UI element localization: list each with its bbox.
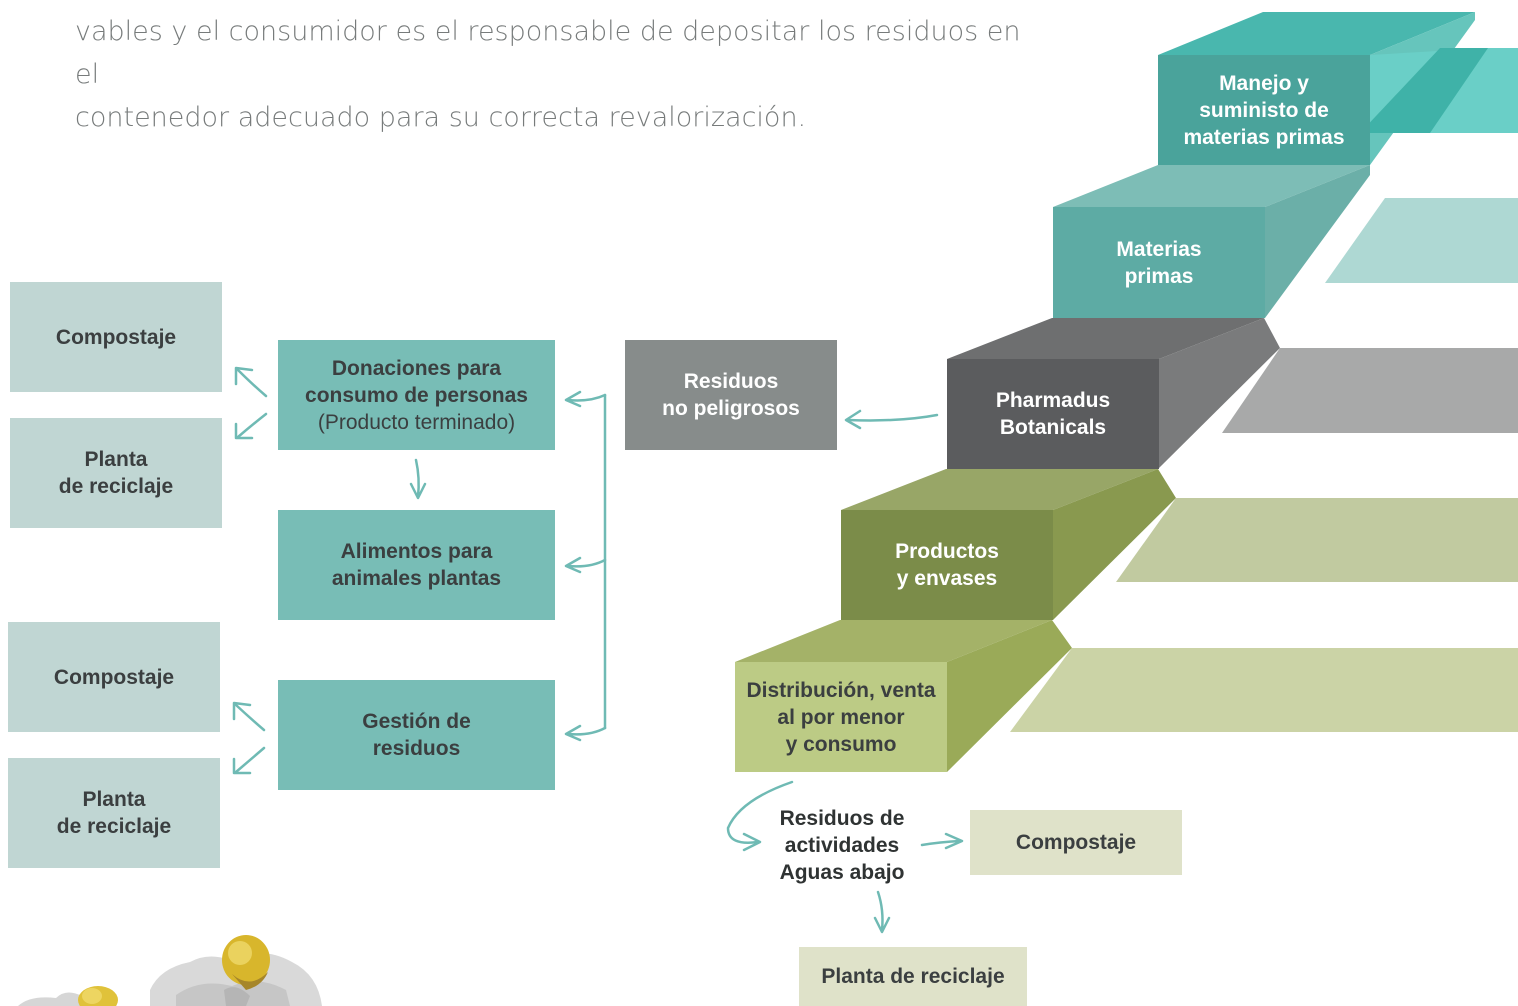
step-manejo-label: Manejo y suministo de materias primas [1158,55,1370,165]
step-5-band [1010,648,1518,732]
arrow-distribucion-to-aguas-abajo [726,780,794,844]
step-4-front [841,510,1053,620]
bracket-to-gestion-head [564,724,582,742]
arrow-pharmadus-to-residuos [846,413,939,422]
step-pharmadus-line-1: Pharmadus [995,389,1111,412]
alimentos-line-2: animales plantas [331,567,502,590]
arrow-donaciones-to-compostaje-head [234,366,254,386]
step-materias-line-2: primas [1124,264,1194,288]
step-pharmadus-label: Pharmadus Botanicals [947,359,1159,469]
step-5-top [735,620,1052,662]
planta-reciclaje-box-bottom-center: Planta de reciclaje [799,947,1027,1006]
arrow-donaciones-to-planta [236,412,268,439]
arrow-aguas-abajo-to-compostaje [920,839,962,847]
planta-bottom-line-2: de reciclaje [56,815,172,838]
planta-bottom-line-1: Planta [82,788,146,811]
gestion-line-2: residuos [372,737,461,760]
step-manejo-line-2: suministo de [1199,98,1329,122]
bracket-to-gestion [566,726,607,736]
aguas-abajo-line-3: Aguas abajo [779,860,905,884]
step-manejo-line-3: materias primas [1183,125,1345,149]
bracket-to-alimentos-head [564,556,582,574]
step-distribucion-line-1: Distribución, venta [746,678,936,702]
alimentos-box: Alimentos para animales plantas [278,510,555,620]
donaciones-line-2: consumo de personas [305,383,528,407]
aguas-abajo-line-2: actividades [784,833,900,857]
planta-reciclaje-box-bottom: Planta de reciclaje [8,758,220,868]
arrow-donaciones-to-alimentos-head [409,482,427,500]
donaciones-line-1: Donaciones para [331,356,502,380]
bracket-to-donaciones-head [564,390,582,408]
arrow-aguas-abajo-to-compostaje-head [944,832,964,850]
arrow-distribucion-to-aguas-abajo-head [742,832,762,852]
arrow-gestion-to-compostaje [234,703,266,732]
compostaje-box-bottom-right: Compostaje [970,810,1182,875]
step-2-front [1053,207,1265,318]
step-2-side [1265,165,1370,318]
arrow-aguas-abajo-to-planta [876,890,884,932]
step-materias-label: Materias primas [1053,207,1265,318]
step-productos-line-2: y envases [896,567,998,590]
arrow-donaciones-to-alimentos [414,458,420,499]
planta-bottom-center-label: Planta de reciclaje [821,965,1005,988]
step-5-front [735,662,947,772]
bracket-to-alimentos [566,558,607,568]
intro-line-2: contenedor adecuado para su correcta rev… [75,102,807,133]
step-2-band [1325,198,1518,283]
compostaje-box-bottom: Compostaje [8,622,220,732]
step-distribucion-line-3: y consumo [785,732,897,756]
step-5-side [947,620,1072,772]
donaciones-box: Donaciones para consumo de personas (Pro… [278,340,555,450]
intro-line-1: vables y el consumidor es el responsable… [75,16,1021,90]
step-productos-line-1: Productos [895,540,999,563]
residuos-np-line-2: no peligrosos [662,397,800,420]
arrow-donaciones-to-planta-head [234,422,254,440]
planta-reciclaje-box-top: Planta de reciclaje [10,418,222,528]
arrow-aguas-abajo-to-planta-head [873,916,891,934]
aguas-abajo-line-1: Residuos de [779,806,905,830]
step-distribucion-line-2: al por menor [777,705,905,729]
gestion-residuos-box: Gestión de residuos [278,680,555,790]
step-distribucion-label: Distribución, venta al por menor y consu… [735,662,947,772]
compostaje-bottom-right-label: Compostaje [1015,831,1137,854]
residuos-no-peligrosos-box: Residuos no peligrosos [625,340,837,450]
step-1-front [1158,55,1370,165]
step-3-side [1159,318,1280,468]
step-materias-line-1: Materias [1116,237,1202,261]
step-1-band-shade [1360,48,1488,133]
arrow-gestion-to-planta [234,746,266,774]
step-3-top [947,318,1264,359]
gestion-line-1: Gestión de [362,710,471,733]
arrow-donaciones-to-compostaje [236,368,268,398]
residuos-aguas-abajo-label: Residuos de actividades Aguas abajo [762,805,922,885]
step-3-band [1222,348,1518,433]
compostaje-top-label: Compostaje [55,325,177,349]
planta-top-line-2: de reciclaje [58,475,174,498]
bracket-to-donaciones [566,393,607,402]
planta-top-line-1: Planta [84,448,148,471]
step-2-top [1053,165,1370,207]
step-4-top [841,469,1158,510]
step-productos-label: Productos y envases [841,510,1053,620]
arrow-pharmadus-to-residuos-head [844,409,862,430]
step-pharmadus-line-2: Botanicals [999,416,1107,439]
residuos-np-line-1: Residuos [683,370,779,393]
step-1-top [1158,12,1475,55]
arrow-gestion-to-planta-head [232,757,252,775]
alimentos-line-1: Alimentos para [340,540,493,563]
step-3-front [947,359,1159,469]
donaciones-line-3: (Producto terminado) [317,410,516,434]
compostaje-box-top: Compostaje [10,282,222,392]
step-4-side [1053,469,1176,620]
step-manejo-line-1: Manejo y [1219,71,1309,95]
arrow-gestion-to-compostaje-head [232,701,252,721]
step-4-band [1116,498,1518,582]
compostaje-bottom-label: Compostaje [53,665,175,689]
intro-text: vables y el consumidor es el responsable… [75,10,1035,139]
